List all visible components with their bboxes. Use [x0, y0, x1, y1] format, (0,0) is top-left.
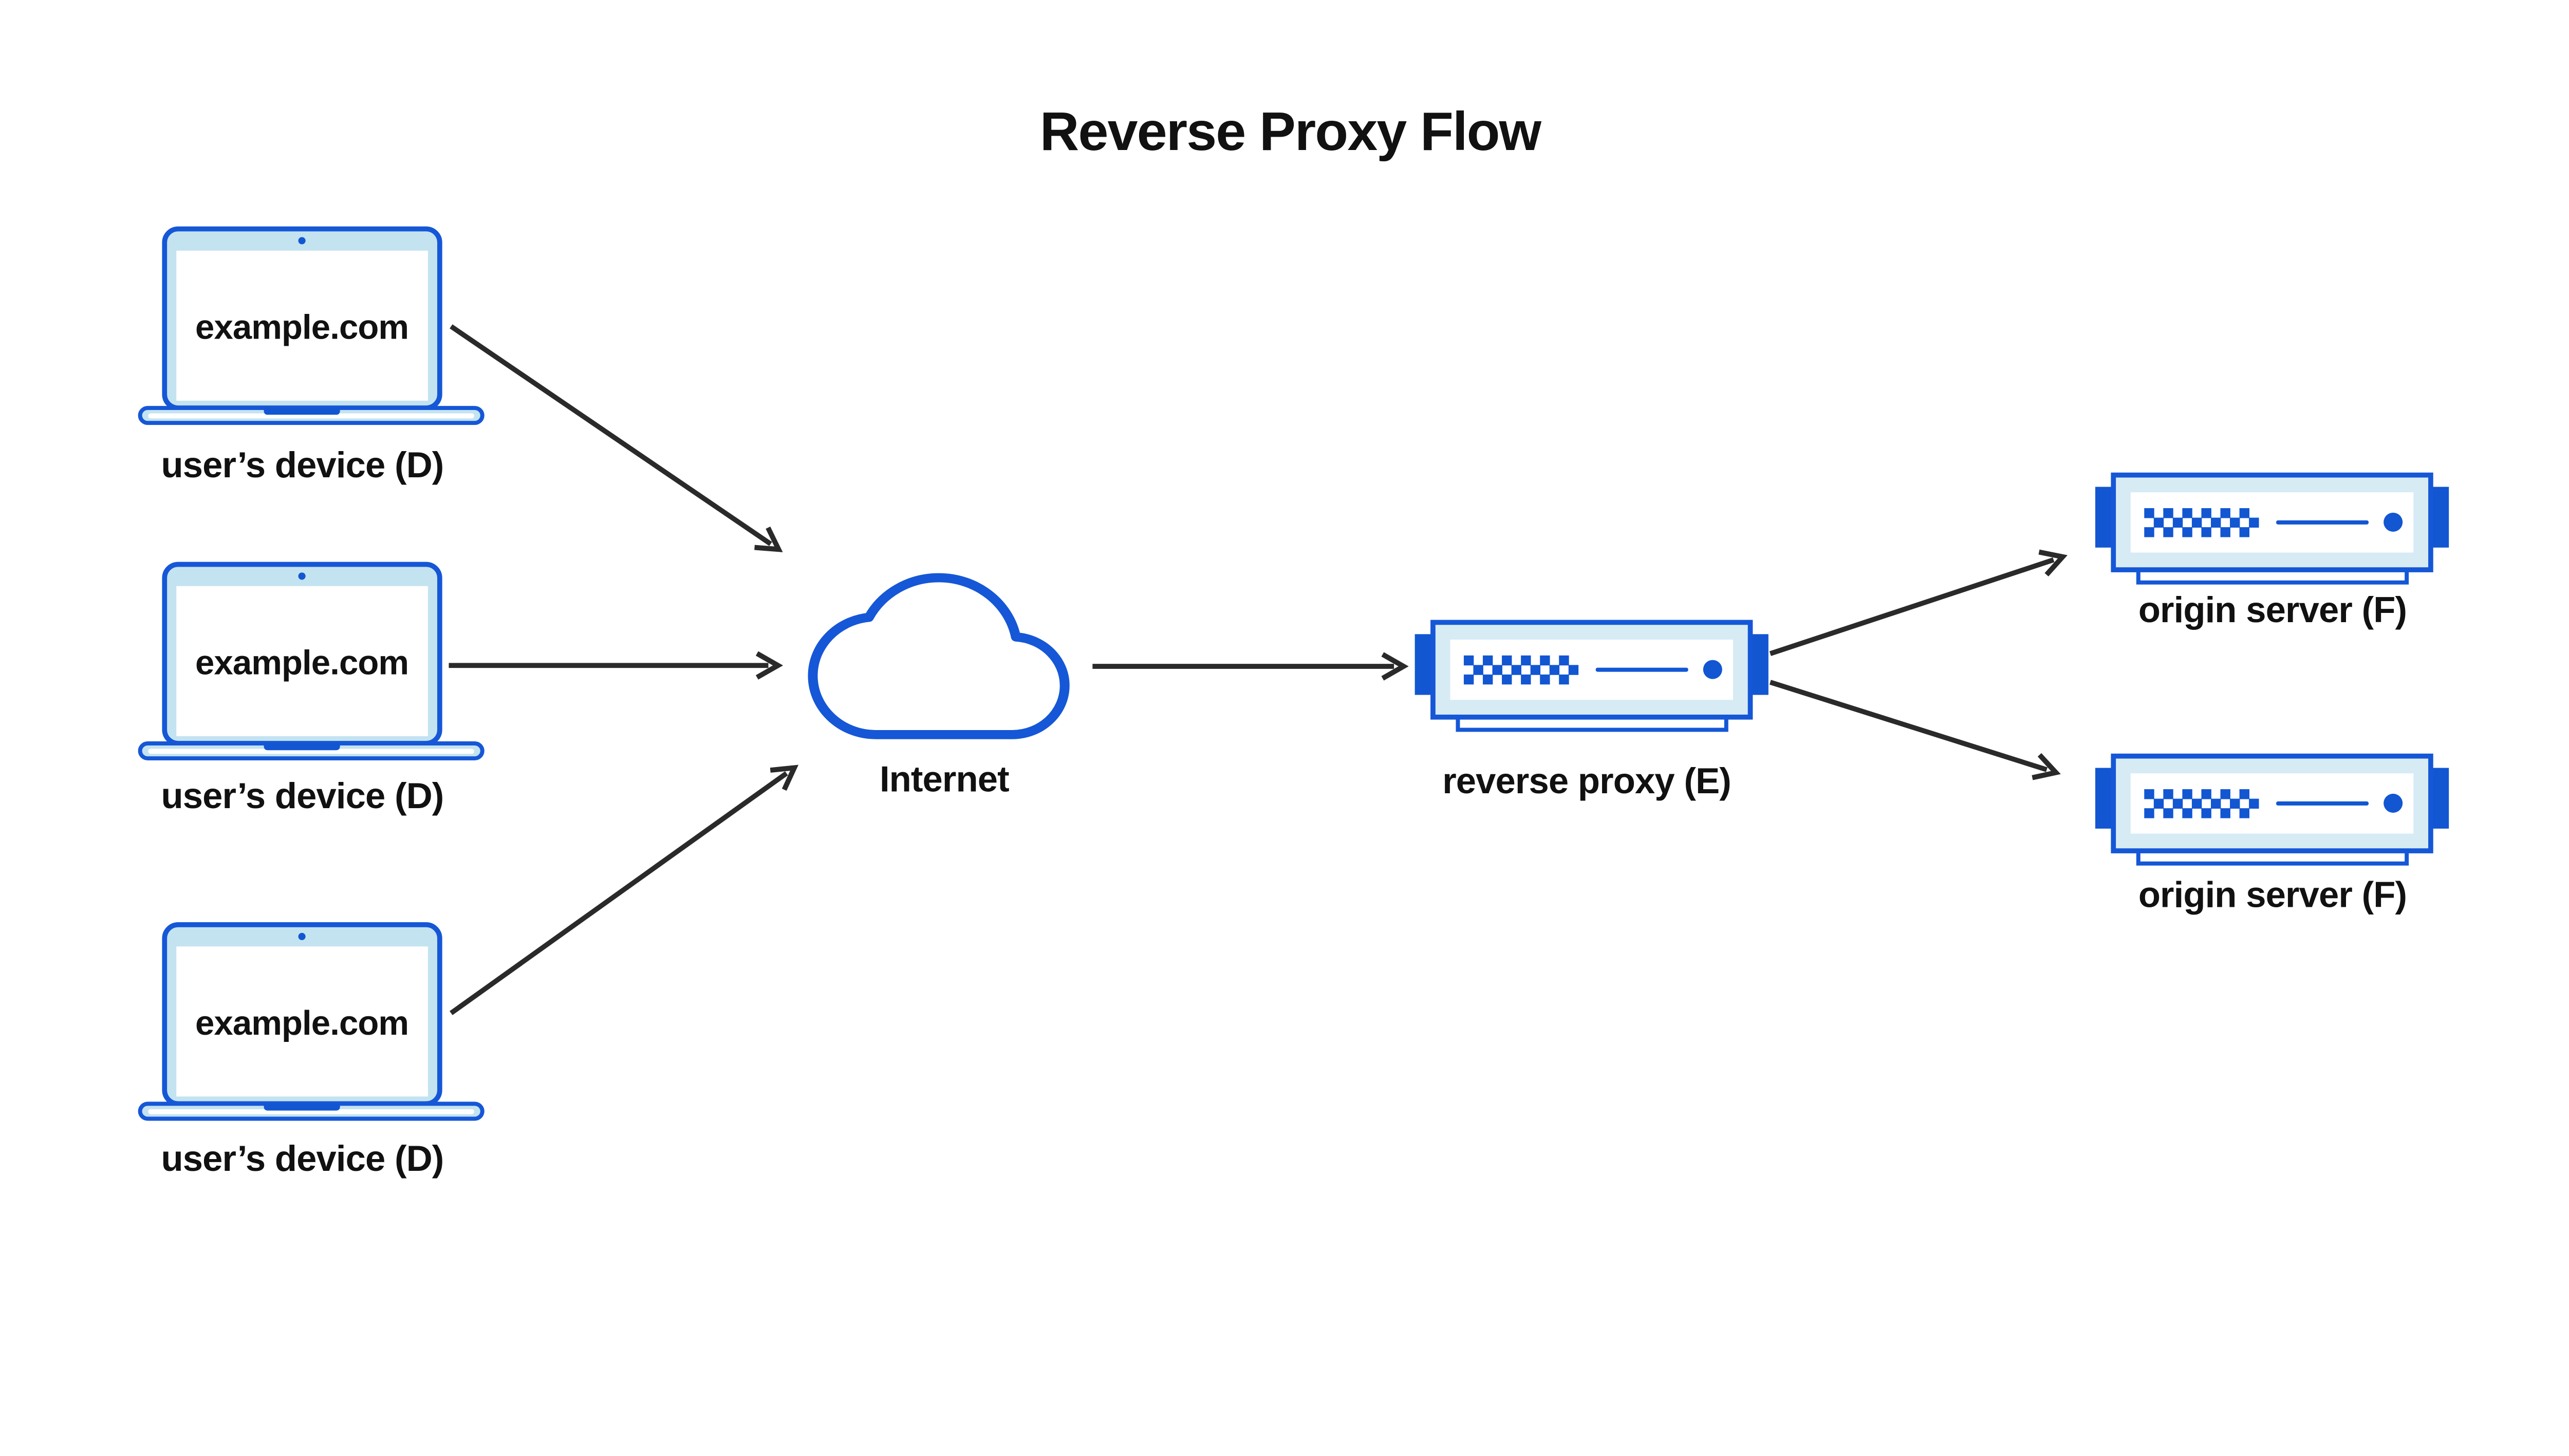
arrow-proxy-to-origin1 — [1769, 549, 2068, 656]
arrow-device1-to-internet — [450, 324, 783, 552]
device3-label: user’s device (D) — [161, 1138, 444, 1179]
node-user-device-2: example.com user’s device (D) — [140, 564, 482, 816]
node-reverse-proxy: reverse proxy (E) — [1415, 622, 1768, 801]
device3-screen-text: example.com — [195, 1004, 408, 1042]
page-title: Reverse Proxy Flow — [1040, 101, 1542, 162]
node-user-device-1: example.com user’s device (D) — [140, 229, 482, 485]
diagram: Reverse Proxy Flow example.com user’s de… — [137, 101, 2452, 1179]
server-icon — [2095, 756, 2449, 864]
server-icon — [1415, 622, 1768, 730]
internet-label: Internet — [880, 758, 1009, 799]
node-origin-server-1: origin server (F) — [2095, 475, 2449, 630]
reverse-proxy-flow-canvas: Reverse Proxy Flow example.com user’s de… — [137, 101, 2452, 1179]
flow-arrows — [449, 324, 2068, 1015]
arrow-device3-to-internet — [450, 764, 799, 1015]
node-origin-server-2: origin server (F) — [2095, 756, 2449, 914]
device1-screen-text: example.com — [195, 308, 408, 347]
node-internet: Internet — [808, 573, 1070, 799]
device2-screen-text: example.com — [195, 643, 408, 682]
device2-label: user’s device (D) — [161, 775, 444, 816]
origin-server-2-label: origin server (F) — [2138, 874, 2407, 914]
arrow-proxy-to-origin2 — [1769, 680, 2061, 780]
cloud-icon — [808, 573, 1070, 739]
server-icon — [2095, 475, 2449, 583]
origin-server-1-label: origin server (F) — [2138, 589, 2407, 630]
node-user-device-3: example.com user’s device (D) — [140, 925, 482, 1179]
reverse-proxy-label: reverse proxy (E) — [1442, 760, 1731, 801]
device1-label: user’s device (D) — [161, 444, 444, 485]
